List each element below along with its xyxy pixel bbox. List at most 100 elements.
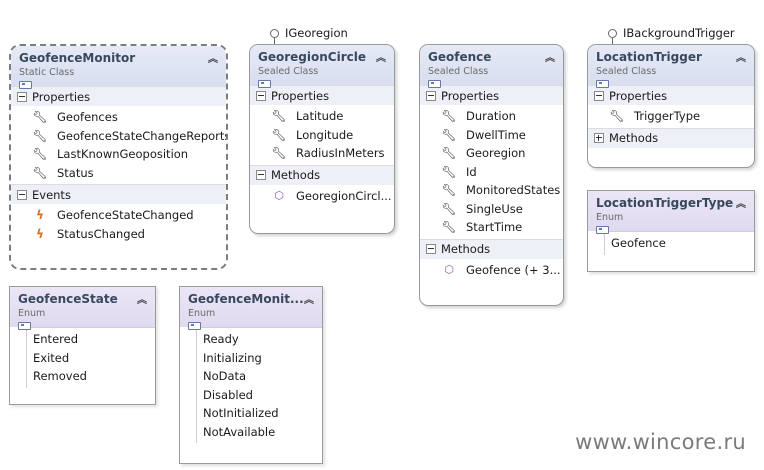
collapse-minus-icon[interactable] — [594, 90, 604, 101]
section-methods[interactable]: Methods — [420, 238, 563, 259]
collapse-chevron-icon[interactable] — [304, 291, 314, 306]
wrench-icon: 🔧︎ — [441, 183, 457, 198]
enum-value[interactable]: NotInitialized — [203, 406, 279, 421]
class-header[interactable]: GeoregionCircle Sealed Class — [250, 45, 394, 88]
member-property[interactable]: 🔧︎Id — [420, 163, 563, 182]
collapse-chevron-icon[interactable] — [736, 49, 746, 64]
member-label: Geofences — [57, 110, 118, 125]
class-box-geofence-monitor[interactable]: GeofenceMonitor Static Class Properties … — [9, 44, 228, 270]
member-label: GeoregionCircl... — [296, 188, 392, 203]
collapse-minus-icon[interactable] — [256, 170, 266, 180]
member-label: StartTime — [466, 220, 523, 235]
member-list: 🔧︎TriggerType — [588, 105, 754, 128]
enum-subtitle: Enum — [18, 308, 46, 319]
member-property[interactable]: 🔧︎LastKnownGeoposition — [11, 145, 226, 164]
class-title: LocationTrigger — [596, 50, 702, 64]
member-label: SingleUse — [466, 201, 523, 216]
expand-plus-icon[interactable] — [594, 133, 604, 143]
class-header[interactable]: LocationTrigger Sealed Class — [588, 45, 754, 88]
collapse-minus-icon[interactable] — [17, 91, 27, 102]
collapse-chevron-icon[interactable] — [208, 50, 218, 65]
interface-label: IGeoregion — [285, 26, 348, 40]
collapse-chevron-icon[interactable] — [545, 49, 555, 64]
method-cube-icon: ⬡ — [274, 189, 284, 203]
member-property[interactable]: 🔧︎GeofenceStateChangeReports — [11, 127, 226, 146]
member-label: MonitoredStates — [466, 183, 561, 198]
section-properties[interactable]: Properties — [420, 85, 563, 105]
enum-value-list: Geofence — [604, 231, 754, 255]
member-method[interactable]: ⬡ GeoregionCircl... — [250, 187, 394, 206]
enum-value[interactable]: Entered — [33, 332, 78, 347]
enum-subtitle: Enum — [596, 212, 624, 223]
enum-value[interactable]: Disabled — [203, 387, 253, 402]
section-methods[interactable]: Methods — [588, 127, 754, 148]
enum-glyph-icon — [18, 322, 31, 330]
member-property[interactable]: 🔧︎TriggerType — [588, 107, 754, 126]
class-box-geofence[interactable]: Geofence Sealed Class Properties 🔧︎Durat… — [419, 44, 564, 306]
class-glyph-icon — [596, 80, 609, 88]
enum-header[interactable]: LocationTriggerType Enum — [588, 191, 754, 234]
member-label: Id — [466, 164, 477, 179]
enum-value[interactable]: Removed — [33, 369, 87, 384]
watermark: www.wincore.ru — [575, 430, 746, 454]
method-cube-icon: ⬡ — [444, 263, 454, 277]
section-properties[interactable]: Properties — [250, 85, 394, 105]
section-events[interactable]: Events — [11, 184, 226, 204]
collapse-minus-icon[interactable] — [426, 90, 436, 101]
member-label: Latitude — [296, 109, 344, 124]
class-box-georegion-circle[interactable]: GeoregionCircle Sealed Class Properties … — [249, 44, 395, 234]
lightning-bolt-icon: ϟ — [36, 226, 44, 241]
enum-value[interactable]: Initializing — [203, 350, 262, 365]
class-subtitle: Sealed Class — [428, 66, 489, 77]
enum-value[interactable]: Geofence — [611, 236, 666, 251]
collapse-minus-icon[interactable] — [17, 189, 27, 200]
member-property[interactable]: 🔧︎Geofences — [11, 108, 226, 127]
enum-value[interactable]: NotAvailable — [203, 424, 276, 439]
enum-title: GeofenceMonit... — [188, 292, 304, 306]
enum-value[interactable]: Ready — [203, 332, 239, 347]
class-header[interactable]: Geofence Sealed Class — [420, 45, 563, 88]
member-property[interactable]: 🔧︎Latitude — [250, 107, 394, 126]
class-header[interactable]: GeofenceMonitor Static Class — [11, 46, 226, 89]
section-properties[interactable]: Properties — [588, 85, 754, 105]
section-label: Methods — [271, 168, 321, 182]
member-property[interactable]: 🔧︎Longitude — [250, 126, 394, 145]
member-property[interactable]: 🔧︎Georegion — [420, 144, 563, 163]
collapse-minus-icon[interactable] — [256, 90, 266, 101]
collapse-chevron-icon[interactable] — [736, 195, 746, 210]
member-property[interactable]: 🔧︎ MonitoredStates — [420, 181, 563, 200]
collapse-chevron-icon[interactable] — [137, 291, 147, 306]
section-label: Methods — [441, 242, 491, 256]
class-glyph-icon — [428, 80, 441, 88]
enum-header[interactable]: GeofenceMonit... Enum — [180, 287, 322, 330]
member-property[interactable]: 🔧︎StartTime — [420, 218, 563, 237]
enum-box-location-trigger-type[interactable]: LocationTriggerType Enum Geofence — [587, 190, 755, 272]
wrench-icon: 🔧︎ — [32, 165, 48, 180]
enum-value[interactable]: NoData — [203, 369, 247, 384]
section-methods[interactable]: Methods — [250, 164, 394, 185]
wrench-icon: 🔧︎ — [441, 109, 457, 124]
member-property[interactable]: 🔧︎Duration — [420, 107, 563, 126]
enum-header[interactable]: GeofenceState Enum — [10, 287, 155, 330]
member-list: 🔧︎Latitude 🔧︎Longitude 🔧︎RadiusInMeters — [250, 105, 394, 165]
class-box-location-trigger[interactable]: LocationTrigger Sealed Class Properties … — [587, 44, 755, 168]
member-method[interactable]: ⬡Geofence (+ 3... — [420, 261, 563, 280]
member-property[interactable]: 🔧︎DwellTime — [420, 126, 563, 145]
class-subtitle: Sealed Class — [596, 66, 657, 77]
enum-box-geofence-state[interactable]: GeofenceState Enum Entered Exited Remove… — [9, 286, 156, 405]
collapse-minus-icon[interactable] — [426, 244, 436, 254]
enum-box-geofence-monitor-status[interactable]: GeofenceMonit... Enum Ready Initializing… — [179, 286, 323, 464]
member-property[interactable]: 🔧︎Status — [11, 164, 226, 183]
collapse-chevron-icon[interactable] — [376, 49, 386, 64]
enum-value[interactable]: Exited — [33, 350, 70, 365]
interface-connector — [274, 38, 275, 44]
member-label: Georegion — [466, 146, 526, 161]
member-property[interactable]: 🔧︎RadiusInMeters — [250, 144, 394, 163]
enum-title: LocationTriggerType — [596, 196, 734, 210]
member-property[interactable]: 🔧︎SingleUse — [420, 200, 563, 219]
member-label: LastKnownGeoposition — [57, 147, 189, 162]
section-properties[interactable]: Properties — [11, 86, 226, 106]
